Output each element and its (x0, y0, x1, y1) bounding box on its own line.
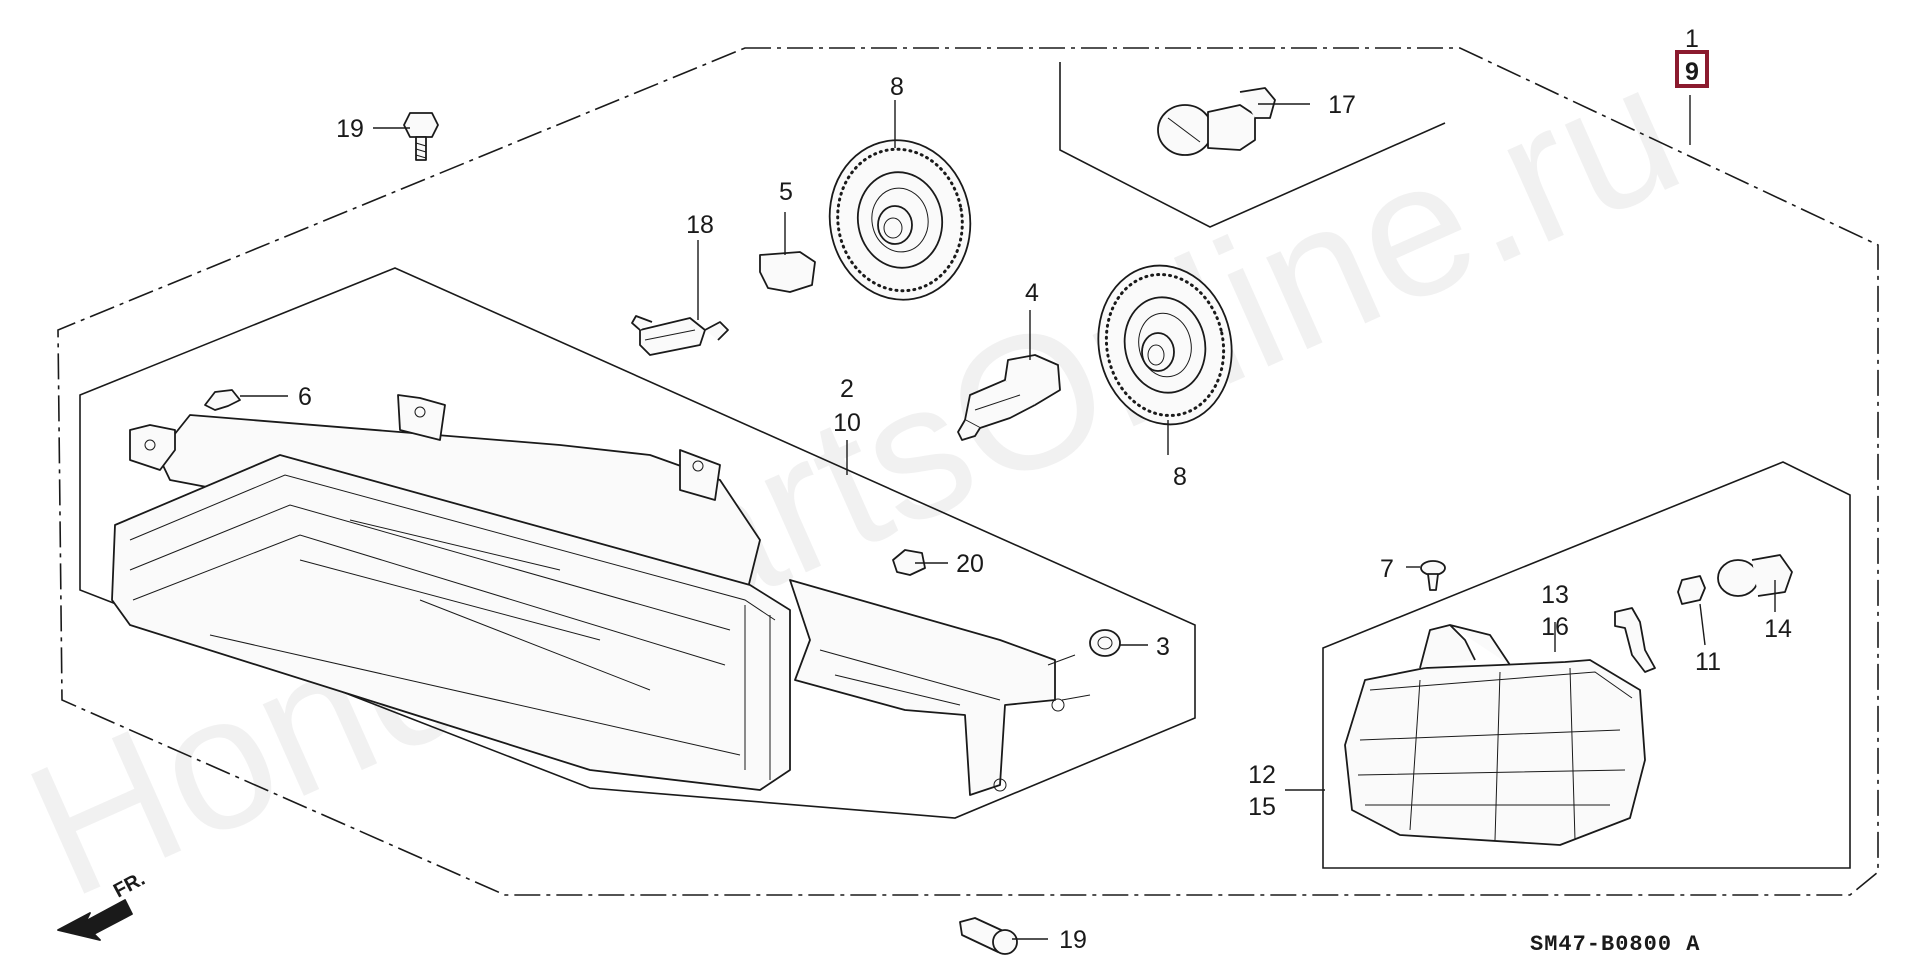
bulb-17-group-box (1059, 62, 1446, 228)
grommet-3 (1089, 629, 1121, 657)
label-14: 14 (1764, 615, 1792, 643)
bulb-11 (1677, 575, 1706, 605)
bulb-17 (1157, 87, 1276, 156)
label-17: 17 (1328, 91, 1356, 119)
diagram-code: SM47-B0800 A (1530, 932, 1700, 957)
label-10: 10 (833, 409, 861, 437)
label-20: 20 (956, 550, 984, 578)
label-4: 4 (1025, 279, 1039, 307)
label-12: 12 (1248, 761, 1276, 789)
front-direction-arrow: FR. (57, 868, 149, 941)
corner-lamp (1344, 624, 1646, 846)
label-6: 6 (298, 383, 312, 411)
socket-14 (1717, 554, 1793, 597)
label-16: 16 (1541, 613, 1569, 641)
label-1: 1 (1685, 25, 1699, 53)
label-9[interactable]: 9 (1685, 58, 1699, 86)
screw-7 (1420, 560, 1446, 591)
clip-6 (204, 389, 241, 411)
label-8-bottom: 8 (1173, 463, 1187, 491)
dust-boot-8-top (828, 139, 972, 301)
wire-socket (1614, 607, 1656, 673)
assembly-boundary (57, 47, 1879, 896)
label-2: 2 (840, 375, 854, 403)
dust-boot-8-bottom (1097, 264, 1233, 426)
leader-lines (240, 95, 1776, 940)
bulb-4 (957, 354, 1061, 441)
label-8-top: 8 (890, 73, 904, 101)
label-5: 5 (779, 178, 793, 206)
label-3: 3 (1156, 633, 1170, 661)
label-18: 18 (686, 211, 714, 239)
label-13: 13 (1541, 581, 1569, 609)
label-19-bottom: 19 (1059, 926, 1087, 954)
headlight-housing (111, 394, 1091, 796)
socket-5 (759, 251, 816, 293)
label-7: 7 (1380, 555, 1394, 583)
bulb-18 (631, 315, 729, 356)
bolt-19-bottom (959, 917, 1018, 955)
label-19-top: 19 (336, 115, 364, 143)
label-15: 15 (1248, 793, 1276, 821)
clip-20 (892, 549, 926, 576)
corner-lamp-group-box (1322, 461, 1851, 869)
highlight-box-9[interactable] (1675, 50, 1709, 88)
label-11: 11 (1695, 648, 1721, 676)
bolt-19-top (403, 112, 439, 161)
